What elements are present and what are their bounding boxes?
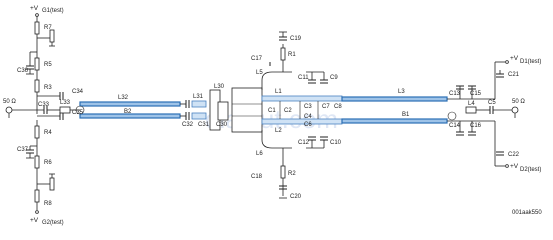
C6-label: C6 [304,122,312,128]
R8-label: R8 [44,201,52,207]
C30-label: C30 [216,122,228,128]
C33-label: C33 [38,102,50,108]
B1-label: B1 [402,112,410,118]
R6-label: R6 [44,160,52,166]
C32-label: C32 [182,122,194,128]
C9-label: C9 [330,75,338,81]
C17-label: C17 [251,56,263,62]
vd2-sub-label: D2(test) [520,167,541,173]
R5-label: R5 [44,62,52,68]
R5-resistor [34,57,40,71]
C34-label: C34 [72,89,84,95]
figure-reference: 001aak550 [512,210,542,216]
C20-label: C20 [290,194,302,200]
input-port: 50 Ω C33 L33 [3,99,80,118]
drain-decoupling: C11 C9 C12 C10 [298,71,342,149]
vd1-label: +V [510,55,519,62]
C16-label: C16 [470,123,482,129]
gate1-bias-network: +V G1(test) R7 C36 R5 R3 C34 [17,5,84,114]
B2-label: B2 [124,109,132,115]
rf-amplifier-schematic: dianlut.com +V G1(test) R7 C36 R5 R3 [3,5,542,226]
output-port: C13 C15 L4 C14 C16 C5 50 Ω [447,85,525,136]
C21-label: C21 [508,72,520,78]
C5-output-label: C5 [488,100,496,106]
balun-B2: L32 B2 [75,95,186,119]
R6-resistor [34,155,40,169]
L33-inductor [59,106,71,114]
vd1-sub-label: D1(test) [520,59,541,65]
R4-label: R4 [44,130,52,136]
L4-label: L4 [468,101,475,107]
R3-label: R3 [44,85,52,91]
C12-label: C12 [298,140,310,146]
C8-label: C8 [334,104,342,110]
C11-label: C11 [298,75,309,81]
R7-resistor [34,21,40,35]
drain2-feed: R2 C20 C18 [251,148,302,200]
drain2-supply: +V D2(test) C22 [494,121,541,173]
C14-label: C14 [449,123,461,129]
gate2-bias-network: R4 C35 C37 R6 R8 +V G2(test) [17,110,84,226]
C7-label: C7 [322,104,330,110]
C15-label: C15 [470,91,482,97]
L1-label: L1 [275,89,282,95]
output-connector-icon [511,106,519,114]
input-match: C32 C31 L31 L30 C30 [182,84,229,131]
C31-label: C31 [198,122,210,128]
R3-resistor [34,79,40,93]
balun-B1: L3 B1 [341,89,457,124]
L33-label: L33 [60,100,71,106]
R1-label: R1 [288,52,296,58]
input-impedance-label: 50 Ω [3,99,16,105]
vd2-label: +V [510,163,519,170]
C10-label: C10 [330,140,342,146]
C18-label: C18 [251,174,263,180]
L6-label: L6 [256,151,263,157]
C36-label: C36 [17,68,29,74]
C37-label: C37 [17,147,29,153]
vg1-label: +V [30,5,39,12]
L5-label: L5 [256,70,263,76]
C19-label: C19 [290,36,302,42]
R4-resistor [34,125,40,139]
output-impedance-label: 50 Ω [512,99,525,105]
C22-label: C22 [508,152,520,158]
C3-label: C3 [304,104,312,110]
C4-label: C4 [304,114,312,120]
L2-label: L2 [275,128,282,134]
drain1-supply: +V D1(test) C21 [494,55,541,99]
L30-label: L30 [214,84,225,90]
C35-label: C35 [72,110,84,116]
R8-resistor [34,189,40,203]
vg2-label: +V [30,217,39,224]
C1-label: C1 [268,108,276,114]
input-connector-icon [5,106,13,114]
transistor-package: L5 L6 L1 L2 C1 C2 C3 C4 C7 C8 C6 [231,70,343,157]
R2-label: R2 [288,171,296,177]
vg2-sub-label: G2(test) [42,220,64,226]
L31-label: L31 [193,94,204,100]
drain1-feed: R1 C19 C17 [251,31,302,72]
R7-label: R7 [44,25,52,31]
L32-label: L32 [118,95,129,101]
L3-label: L3 [398,89,405,95]
C13-label: C13 [449,91,461,97]
vg1-sub-label: G1(test) [42,8,64,14]
C2-label: C2 [284,108,292,114]
